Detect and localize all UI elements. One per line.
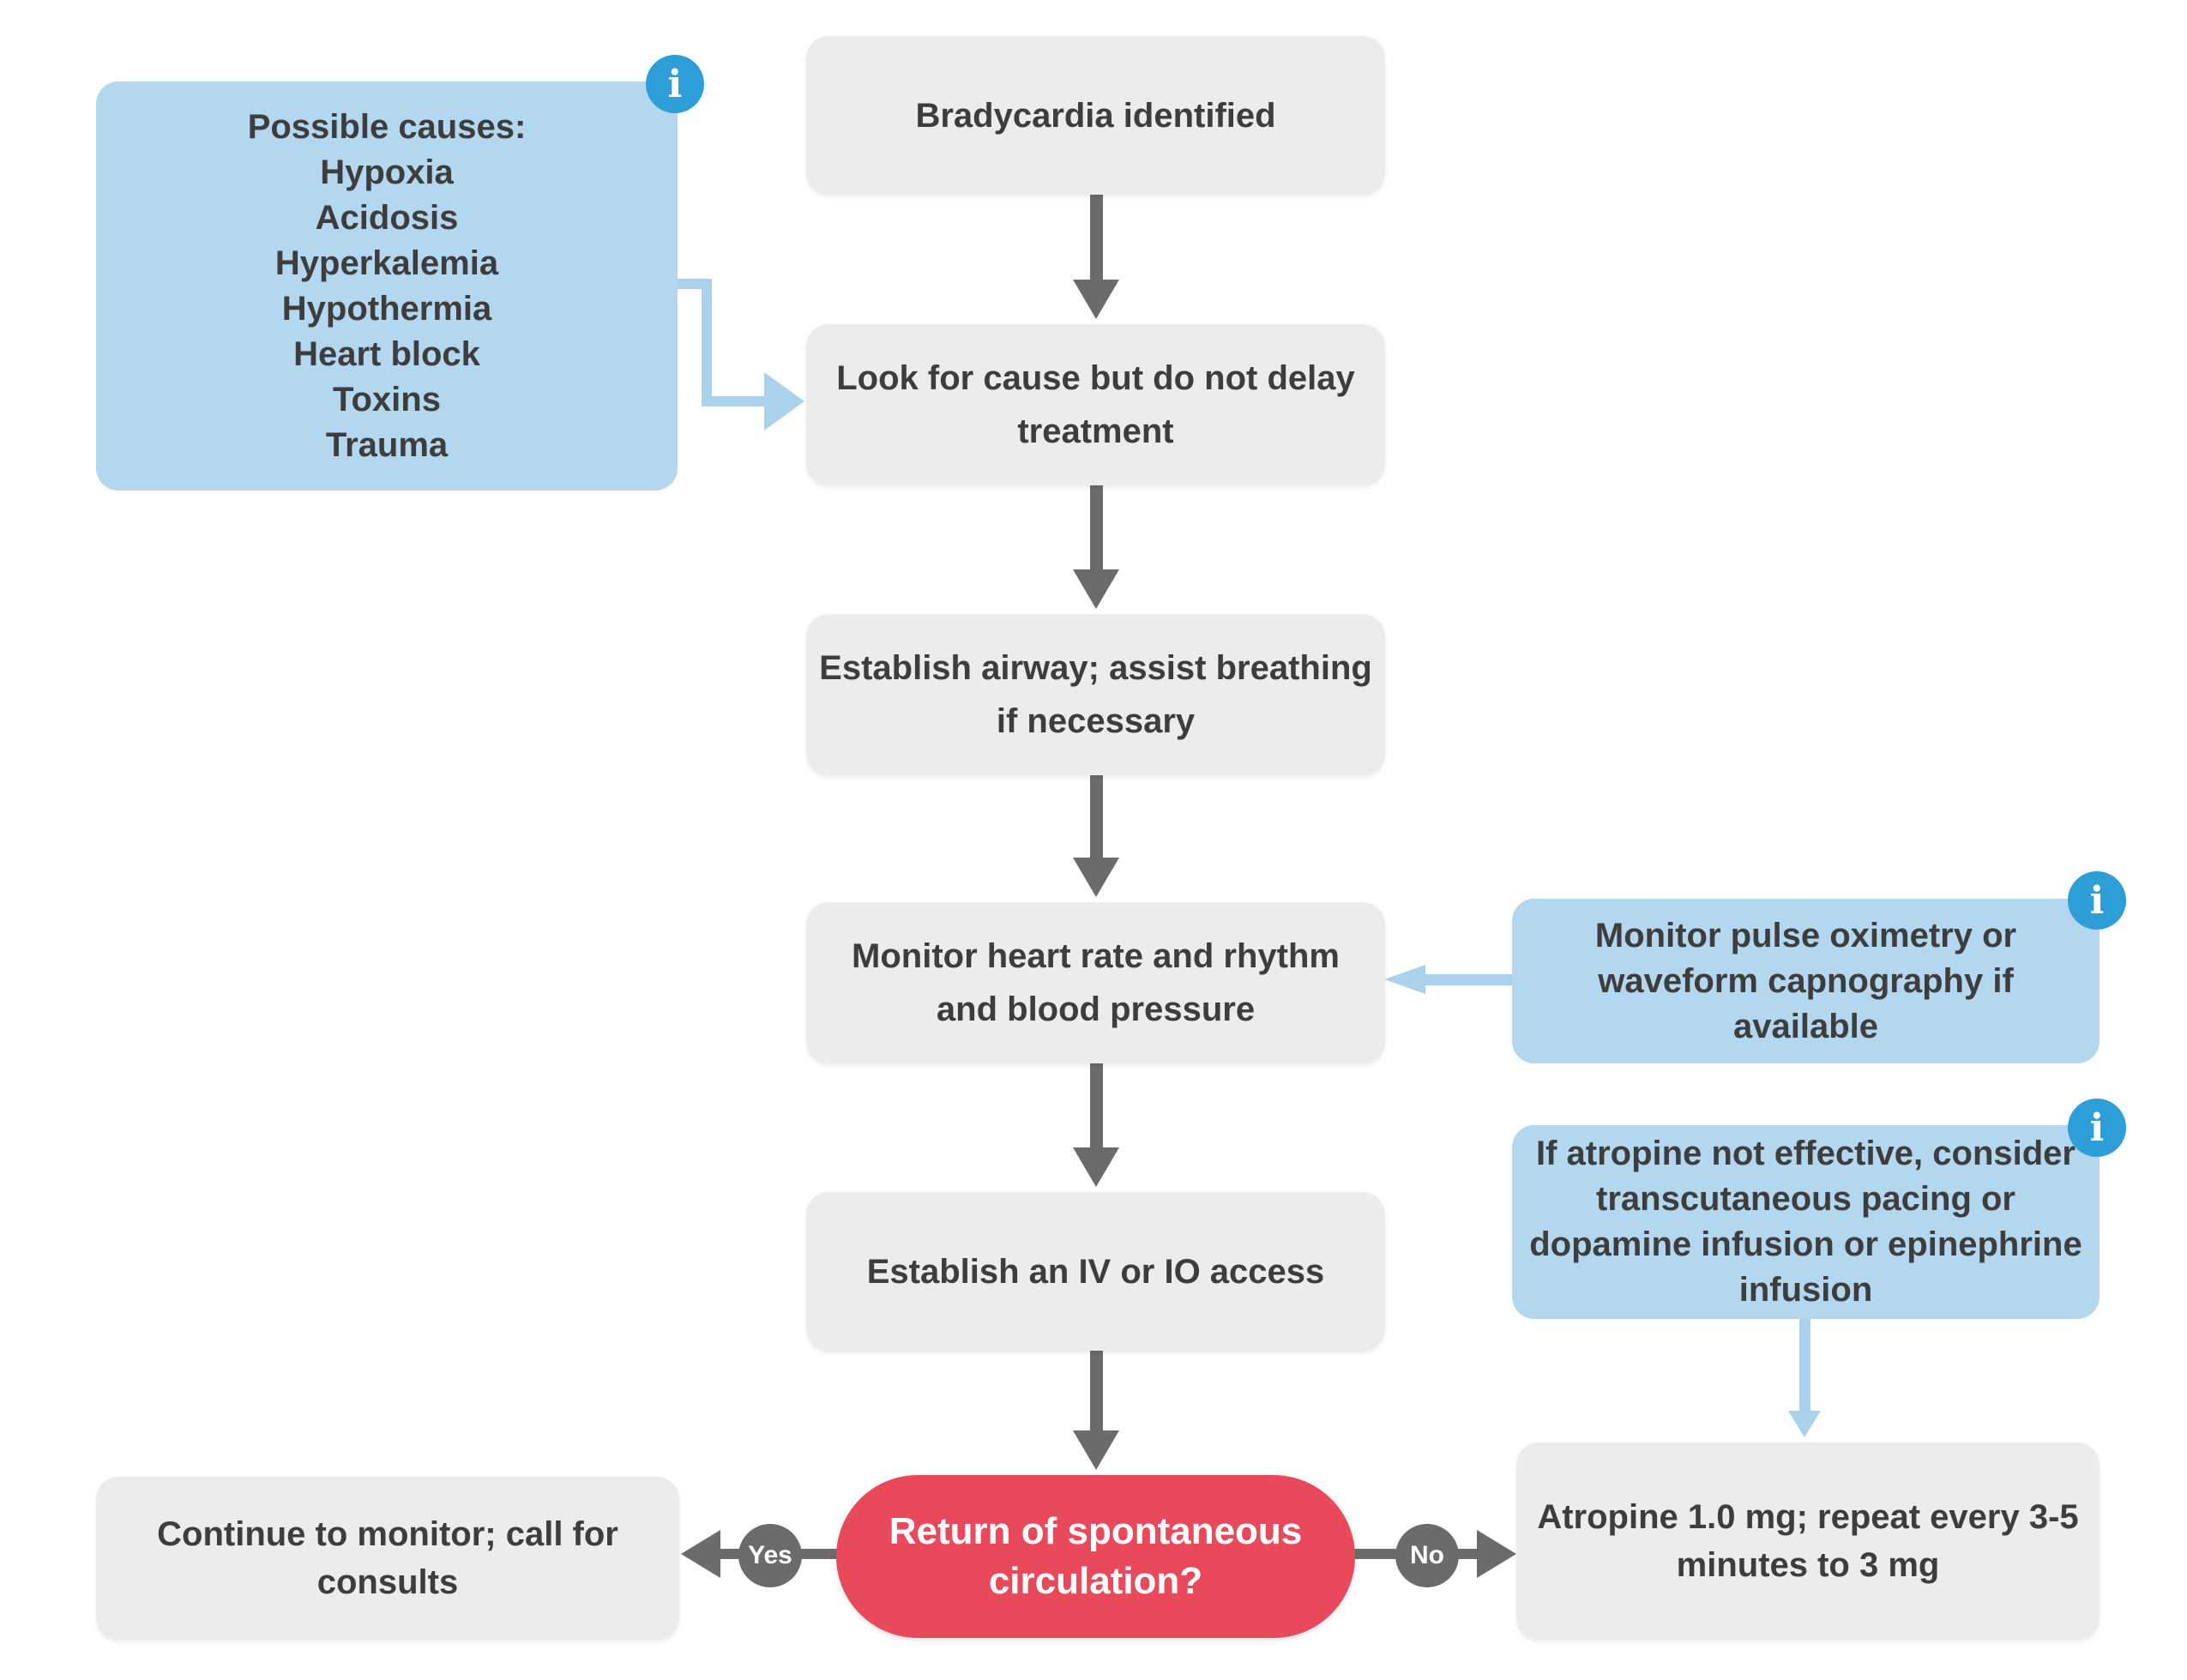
note-line: Acidosis: [315, 198, 459, 237]
node-look-for-cause: Look for cause but do not delay treatmen…: [806, 324, 1385, 485]
node-label-line: Return of spontaneous: [889, 1510, 1303, 1552]
note-line: transcutaneous pacing or: [1596, 1180, 2015, 1218]
badge-no-label: No: [1410, 1541, 1444, 1569]
info-icon-glyph: i: [667, 62, 683, 106]
info-icon-causes[interactable]: i: [646, 55, 704, 113]
note-atropine-alternatives: If atropine not effective, consider tran…: [1512, 1125, 2100, 1319]
node-label-line: and blood pressure: [936, 991, 1256, 1028]
node-label-line: minutes to 3 mg: [1676, 1546, 1940, 1584]
note-line: waveform capnography if: [1598, 961, 2014, 1000]
note-line: infusion: [1738, 1271, 1873, 1309]
note-pulse-oximetry: Monitor pulse oximetry or waveform capno…: [1512, 899, 2100, 1063]
info-icon-glyph: i: [2089, 1105, 2105, 1150]
node-label-line: consults: [316, 1563, 459, 1601]
node-label-line: Look for cause but do not delay: [836, 359, 1355, 397]
node-label-line: if necessary: [996, 702, 1196, 740]
note-line: Toxins: [333, 380, 441, 418]
node-label-line: Continue to monitor; call for: [157, 1515, 618, 1553]
badge-yes-label: Yes: [748, 1541, 792, 1569]
note-line: dopamine infusion or epinephrine: [1529, 1225, 2082, 1263]
node-continue-monitor: Continue to monitor; call for consults: [96, 1477, 679, 1640]
node-label-line: Establish an IV or IO access: [866, 1252, 1325, 1291]
note-line: Monitor pulse oximetry or: [1594, 916, 2017, 954]
node-establish-iv-io: Establish an IV or IO access: [806, 1192, 1385, 1351]
node-label-line: Establish airway; assist breathing: [819, 649, 1372, 687]
note-line: Trauma: [325, 425, 449, 464]
info-icon-glyph: i: [2089, 878, 2105, 923]
note-line: Heart block: [293, 334, 480, 373]
node-label-line: Bradycardia identified: [915, 96, 1276, 135]
note-line: Hypothermia: [281, 289, 492, 328]
node-atropine: Atropine 1.0 mg; repeat every 3-5 minute…: [1516, 1442, 2100, 1640]
note-line: Hyperkalemia: [274, 244, 499, 282]
note-possible-causes: Possible causes: Hypoxia Acidosis Hyperk…: [96, 81, 678, 491]
info-icon-atropine-alternatives[interactable]: i: [2068, 1099, 2126, 1157]
node-label-line: circulation?: [988, 1560, 1203, 1602]
node-label-line: treatment: [1017, 412, 1174, 450]
node-label-line: Atropine 1.0 mg; repeat every 3-5: [1537, 1498, 2079, 1536]
node-establish-airway: Establish airway; assist breathing if ne…: [806, 614, 1385, 775]
node-monitor-heart-rate: Monitor heart rate and rhythm and blood …: [806, 902, 1385, 1063]
node-label-line: Monitor heart rate and rhythm: [852, 937, 1340, 975]
note-line: If atropine not effective, consider: [1535, 1135, 2076, 1172]
badge-yes: Yes: [738, 1524, 802, 1587]
info-icon-pulse-oximetry[interactable]: i: [2068, 871, 2126, 930]
note-line: available: [1732, 1007, 1878, 1045]
note-line: Possible causes:: [247, 107, 527, 146]
badge-no: No: [1395, 1524, 1459, 1587]
node-rosc-decision: Return of spontaneous circulation?: [836, 1475, 1355, 1638]
note-line: Hypoxia: [320, 153, 454, 191]
node-bradycardia: Bradycardia identified: [806, 36, 1385, 195]
